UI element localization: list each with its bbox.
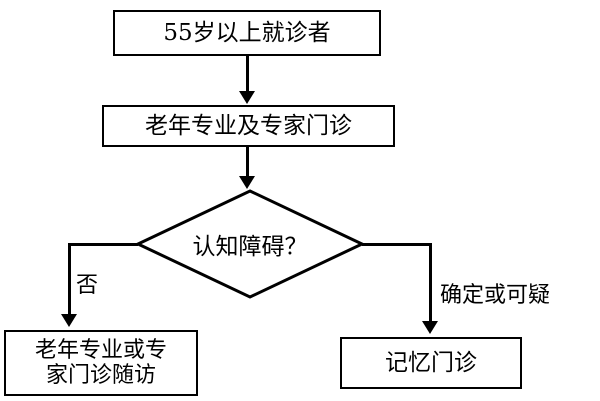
edge-label-yes: 确定或可疑 — [440, 283, 551, 308]
flowchart-node-clinic: 老年专业及专家门诊 — [102, 105, 395, 147]
flowchart-node-decision-label: 认知障碍？ — [192, 234, 308, 260]
connector-decision-to-followup-vertical — [68, 243, 71, 315]
arrowhead-decision-to-followup — [61, 314, 77, 327]
connector-decision-to-memory-vertical — [429, 243, 432, 322]
connector-clinic-to-decision — [246, 147, 249, 177]
arrowhead-clinic-to-decision — [239, 176, 255, 189]
diamond-shape-icon — [135, 189, 365, 299]
arrowhead-start-to-clinic — [239, 91, 255, 104]
connector-decision-to-followup-horizontal — [68, 243, 138, 246]
arrowhead-decision-to-memory — [422, 321, 438, 334]
flowchart-node-start: 55岁以上就诊者 — [113, 10, 381, 56]
flowchart-node-decision: 认知障碍？ — [135, 188, 365, 300]
flowchart-node-memory: 记忆门诊 — [340, 337, 522, 389]
connector-start-to-clinic — [246, 56, 249, 92]
edge-label-no: 否 — [76, 273, 99, 298]
connector-decision-to-memory-horizontal — [362, 243, 432, 246]
flowchart-node-followup: 老年专业或专 家门诊随访 — [4, 330, 198, 396]
